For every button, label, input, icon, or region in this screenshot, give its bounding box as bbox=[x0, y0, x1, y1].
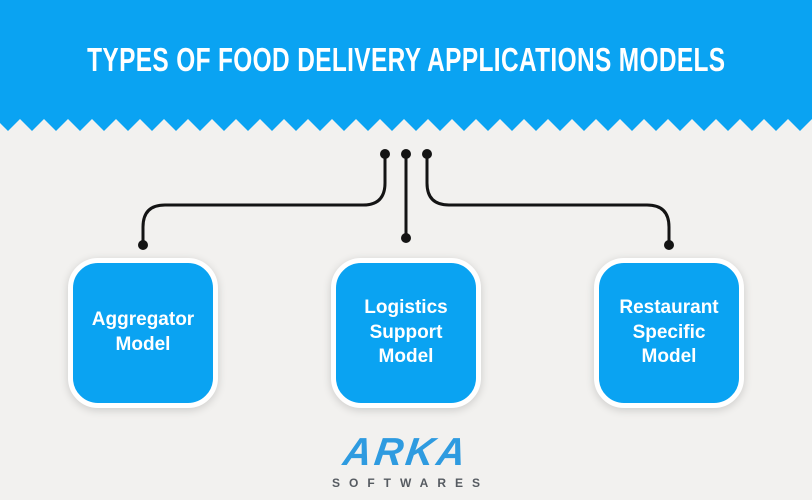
node-label: Restaurant Specific Model bbox=[619, 296, 719, 368]
node-logistics-support-model: Logistics Support Model bbox=[331, 258, 481, 408]
brand-tagline: SOFTWARES bbox=[331, 476, 489, 490]
node-aggregator-model: Aggregator Model bbox=[68, 258, 218, 408]
connector-dot bbox=[422, 149, 432, 159]
node-label: Logistics Support Model bbox=[364, 296, 448, 368]
brand-name: ARKA bbox=[340, 431, 472, 474]
connector-dot bbox=[401, 149, 411, 159]
page-title: TYPES OF FOOD DELIVERY APPLICATIONS MODE… bbox=[86, 40, 726, 78]
connector-left bbox=[141, 152, 387, 247]
node-restaurant-specific-model: Restaurant Specific Model bbox=[594, 258, 744, 408]
brand-logo: ARKA SOFTWARES bbox=[0, 431, 812, 490]
connector-dot bbox=[401, 233, 411, 243]
connector-dot bbox=[138, 240, 148, 250]
connector-right bbox=[425, 152, 671, 247]
connector-dot bbox=[664, 240, 674, 250]
header-banner: TYPES OF FOOD DELIVERY APPLICATIONS MODE… bbox=[0, 0, 812, 131]
connector-dot bbox=[380, 149, 390, 159]
node-label: Aggregator Model bbox=[91, 309, 195, 355]
